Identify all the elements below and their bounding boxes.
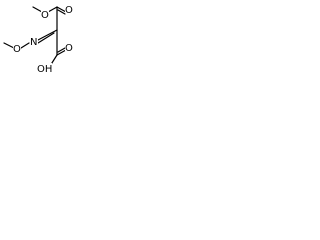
bond-n-to-o [20, 42, 30, 49]
bond-ester-carbonyl-double-a [56, 6, 67, 13]
bond-ester-carbonyl-double-b [57, 9, 66, 15]
ester-oxygen-label: O [41, 10, 49, 21]
bond-acid-carbonyl-double-b [57, 47, 66, 53]
bond-o-to-methyl [3, 42, 15, 49]
chemical-structure: O O N O O OH [3, 4, 73, 75]
bond-methyl-to-ester-o [32, 6, 43, 13]
ether-oxygen-label: O [13, 44, 21, 55]
label-layer: O O N O O OH [13, 4, 73, 75]
ester-carbonyl-oxygen-label: O [65, 5, 73, 16]
bond-acid-carbonyl-double-a [56, 49, 67, 56]
bond-ester-o-to-carbon [47, 6, 58, 13]
bond-imine-double-a [37, 29, 58, 41]
imine-nitrogen-label: N [30, 37, 37, 48]
acid-carbonyl-oxygen-label: O [65, 43, 73, 54]
hydroxyl-label: OH [37, 64, 52, 75]
bond-imine-double-b [37, 32, 55, 44]
